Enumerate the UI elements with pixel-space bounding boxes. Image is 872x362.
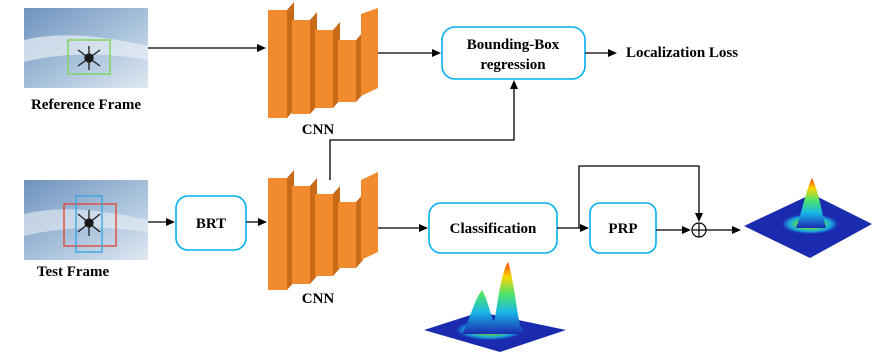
test-search-box-red [63, 203, 117, 247]
bbox-regression-line2: regression [480, 57, 546, 73]
cnn-bottom-block [268, 170, 378, 290]
classification-response-map [424, 262, 566, 352]
brt-label: BRT [196, 216, 226, 232]
drone-icon [77, 210, 101, 236]
cnn-top-label: CNN [302, 122, 335, 138]
prp-module: PRP [589, 202, 657, 254]
sum-node [691, 222, 707, 238]
output-response-map [744, 178, 872, 258]
brt-module: BRT [175, 195, 247, 251]
cnn-bottom-label: CNN [302, 291, 335, 307]
test-frame-image [24, 180, 148, 260]
classification-module: Classification [428, 202, 558, 254]
prp-label: PRP [608, 221, 637, 237]
cnn-top-block [268, 2, 378, 118]
test-frame-label: Test Frame [37, 264, 110, 280]
reference-frame-image [24, 8, 148, 88]
test-search-box-blue [75, 195, 103, 253]
bbox-regression-module: Bounding-Box regression [441, 26, 586, 80]
drone-icon [77, 46, 101, 70]
connectors [148, 44, 741, 234]
bbox-regression-line1: Bounding-Box [467, 37, 560, 53]
localization-loss-label: Localization Loss [626, 45, 738, 61]
classification-label: Classification [450, 221, 537, 237]
reference-target-box [67, 39, 111, 75]
reference-frame-label: Reference Frame [31, 97, 141, 113]
